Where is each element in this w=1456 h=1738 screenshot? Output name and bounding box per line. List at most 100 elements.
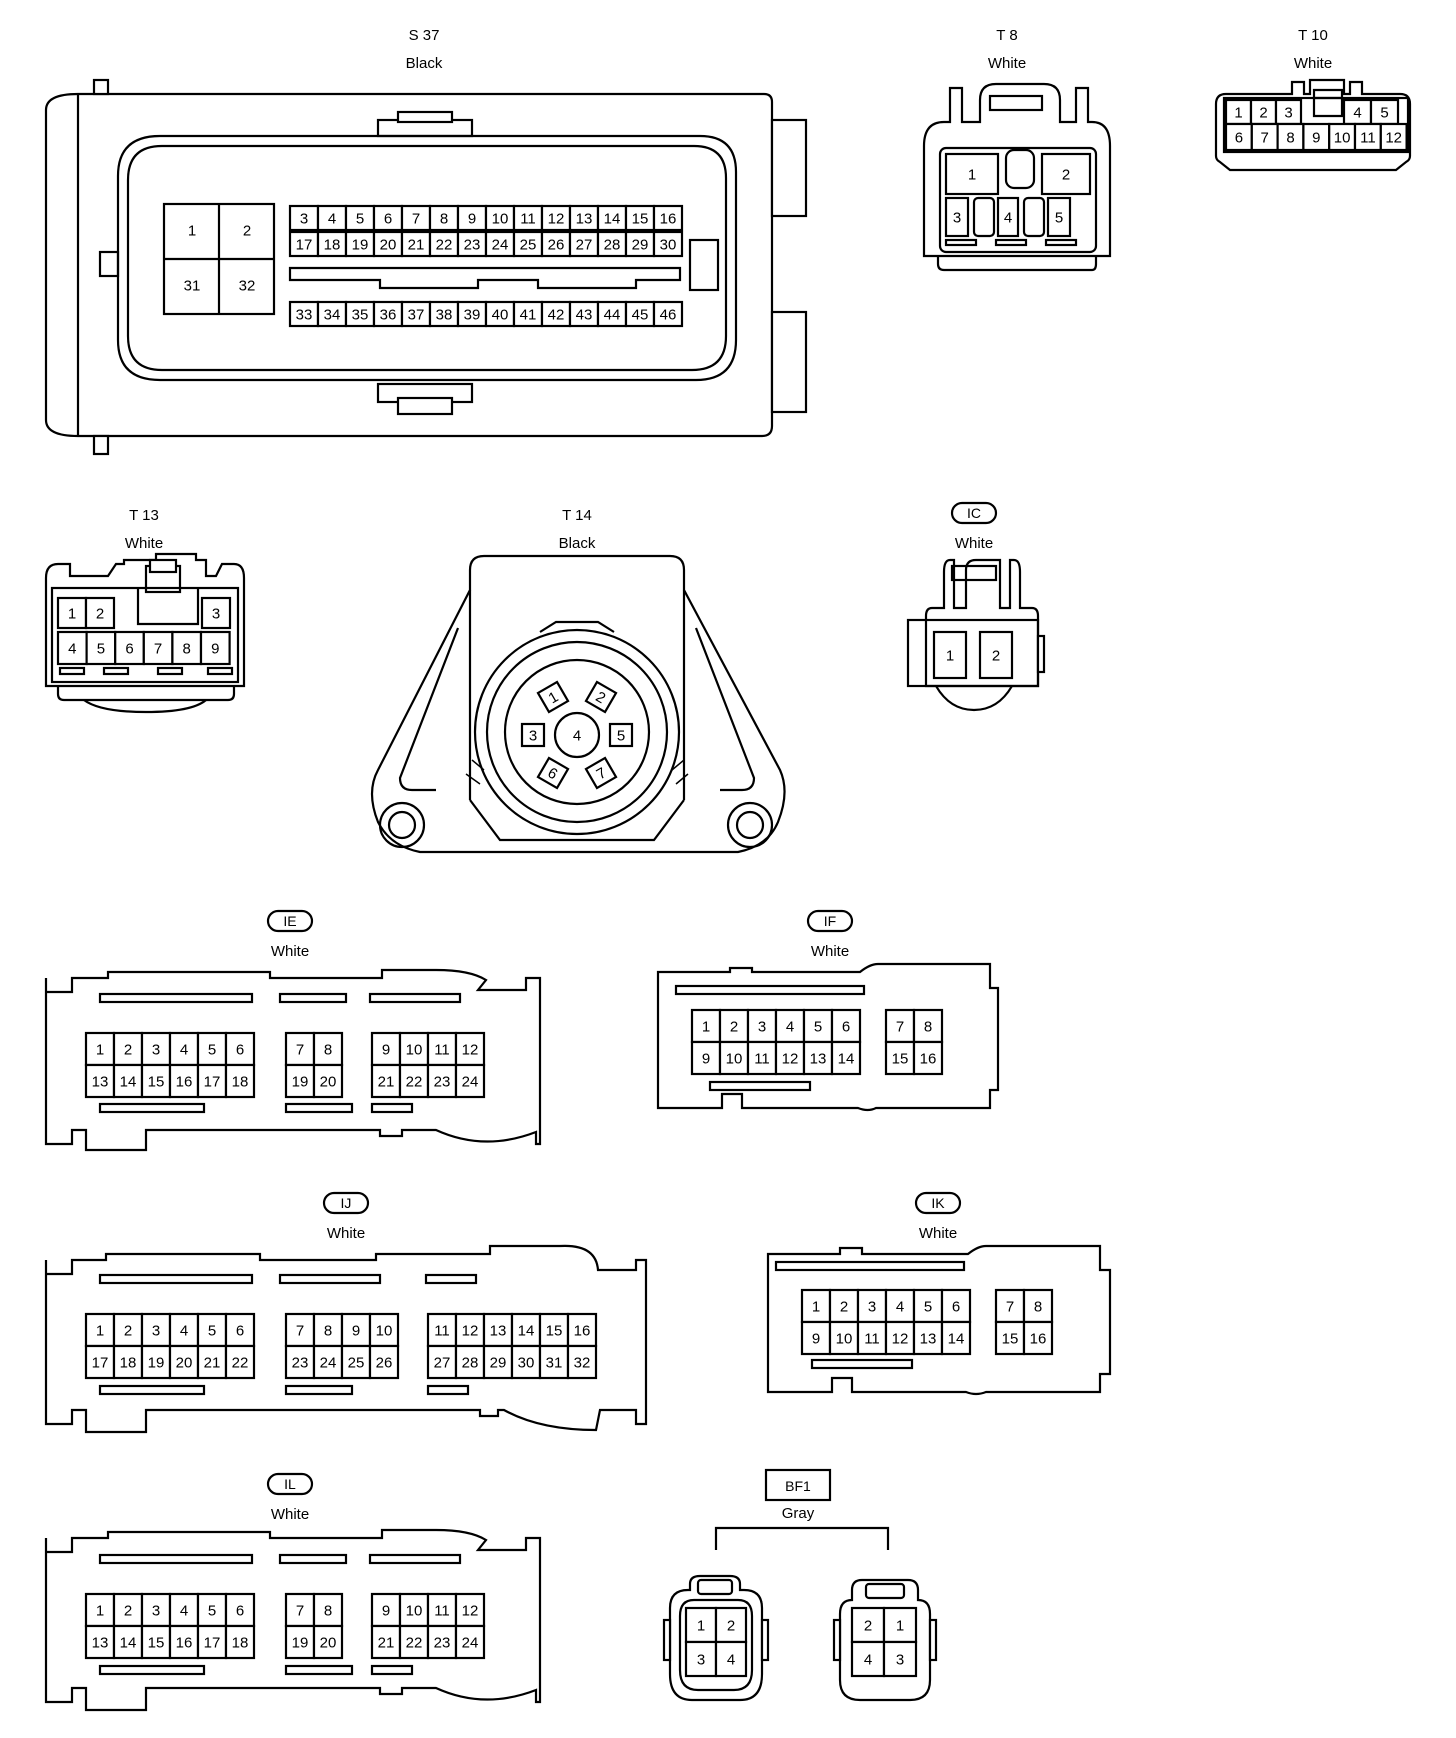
pin-t13-2-label: 2 <box>96 606 104 623</box>
pin-t10-6-label: 6 <box>1235 130 1243 147</box>
pin-ij-16: 16 <box>566 1312 598 1348</box>
pin-ij-28-label: 28 <box>462 1355 479 1372</box>
pin-ik-14: 14 <box>940 1320 972 1356</box>
pin-il-24-label: 24 <box>462 1635 479 1652</box>
connector-t8: T 8 White <box>922 27 1112 272</box>
pin-il-15-label: 15 <box>148 1635 165 1652</box>
pin-s37-23: 23 <box>456 230 488 258</box>
pin-ij-32-cell <box>566 1344 598 1380</box>
pin-ij-13: 13 <box>482 1312 514 1348</box>
pin-t10-11-label: 11 <box>1360 130 1376 147</box>
pin-ie-13-cell <box>84 1063 116 1099</box>
pin-ie-14: 14 <box>112 1063 144 1099</box>
pin-ie-19: 19 <box>284 1063 316 1099</box>
latch-rail <box>98 1273 254 1285</box>
pin-if-11: 11 <box>746 1040 778 1076</box>
pin-if-6: 6 <box>830 1008 862 1044</box>
pin-bf1-left-4: 4 <box>714 1640 748 1678</box>
pin-t13-1-label: 1 <box>68 606 76 623</box>
pin-ik-1: 1 <box>800 1288 832 1324</box>
latch-rail <box>370 1664 414 1676</box>
pin-ik-4: 4 <box>884 1288 916 1324</box>
pin-ic-2-cell <box>978 630 1014 680</box>
connector-ik: IK White <box>766 1191 1112 1396</box>
pin-s37-41-label: 41 <box>520 307 537 324</box>
pin-bf1-left-2: 2 <box>714 1606 748 1644</box>
pin-ie-9-label: 9 <box>382 1042 390 1059</box>
connector-t10: T 10 White <box>1214 27 1412 172</box>
pin-s37-21-label: 21 <box>408 237 425 254</box>
pin-if-14: 14 <box>830 1040 862 1076</box>
pin-s37-26: 26 <box>540 230 572 258</box>
pin-s37-6-cell <box>372 204 404 232</box>
pin-ik-5: 5 <box>912 1288 944 1324</box>
pin-if-16-cell <box>912 1040 944 1076</box>
pin-ic-1: 1 <box>932 630 968 680</box>
pin-ij-7-label: 7 <box>296 1323 304 1340</box>
pin-if-9: 9 <box>690 1040 722 1076</box>
pin-ij-23-label: 23 <box>292 1355 309 1372</box>
pin-t13-4-label: 4 <box>68 641 76 658</box>
connector-ij-color: White <box>327 1225 365 1242</box>
pin-il-1-cell <box>84 1592 116 1628</box>
pin-il-5: 5 <box>196 1592 228 1628</box>
pin-s37-23-label: 23 <box>464 237 481 254</box>
pin-s37-7-label: 7 <box>412 211 420 228</box>
pin-t14-2: 2 <box>584 680 618 714</box>
pin-ie-20-cell <box>312 1063 344 1099</box>
pin-t13-3: 3 <box>200 596 232 630</box>
pin-ij-20: 20 <box>168 1344 200 1380</box>
connector-t10-color: White <box>1294 55 1332 72</box>
pin-ie-6-label: 6 <box>236 1042 244 1059</box>
pin-ik-15-cell <box>994 1320 1026 1356</box>
pin-s37-9-cell <box>456 204 488 232</box>
pin-ik-1-label: 1 <box>812 1299 820 1316</box>
pin-s37-30: 30 <box>652 230 684 258</box>
pin-ie-19-cell <box>284 1063 316 1099</box>
latch-rail <box>278 1273 382 1285</box>
pin-il-17-label: 17 <box>204 1635 221 1652</box>
pin-ij-5: 5 <box>196 1312 228 1348</box>
pin-bf1-left-4-label: 4 <box>727 1652 735 1669</box>
pin-ie-5-label: 5 <box>208 1042 216 1059</box>
pin-ie-12: 12 <box>454 1031 486 1067</box>
pin-ij-14-label: 14 <box>518 1323 535 1340</box>
pin-ie-23-label: 23 <box>434 1074 451 1091</box>
pin-ij-9-label: 9 <box>352 1323 360 1340</box>
pin-ik-6: 6 <box>940 1288 972 1324</box>
pin-ik-14-cell <box>940 1320 972 1356</box>
latch-rail <box>368 992 462 1004</box>
connector-ic: IC White <box>906 501 1046 712</box>
connector-ij-code: IJ <box>341 1195 352 1211</box>
pin-ij-12-cell <box>454 1312 486 1348</box>
pin-t14-7: 7 <box>584 756 618 790</box>
pin-il-21-cell <box>370 1624 402 1660</box>
pin-il-13-label: 13 <box>92 1635 109 1652</box>
connector-bf1-code: BF1 <box>785 1478 811 1494</box>
pin-s37-27-cell <box>568 230 600 258</box>
pin-ie-18-label: 18 <box>232 1074 249 1091</box>
pin-s37-34-label: 34 <box>324 307 341 324</box>
pin-t14-6-cell <box>536 756 570 790</box>
pin-ij-22: 22 <box>224 1344 256 1380</box>
pin-bf1-right-1-cell <box>882 1606 918 1644</box>
pin-t14-5-cell <box>608 722 634 748</box>
pin-t10-7-cell <box>1250 122 1279 152</box>
pin-ik-11: 11 <box>856 1320 888 1356</box>
pin-s37-24-label: 24 <box>492 237 509 254</box>
pin-t13-3-cell <box>200 596 232 630</box>
pin-s37-20: 20 <box>372 230 404 258</box>
pin-t13-5-label: 5 <box>97 641 105 658</box>
pin-t13-6-cell <box>114 630 145 666</box>
pin-s37-22: 22 <box>428 230 460 258</box>
pin-ie-4-cell <box>168 1031 200 1067</box>
pin-ij-3-label: 3 <box>152 1323 160 1340</box>
pin-il-19-cell <box>284 1624 316 1660</box>
pin-t10-2-label: 2 <box>1259 105 1267 122</box>
pin-s37-13-label: 13 <box>576 211 593 228</box>
pin-s37-12-label: 12 <box>548 211 565 228</box>
connector-s37: S 37 Black 1 2 31 32 <box>44 27 808 456</box>
pin-bf1-right-1-label: 1 <box>896 1618 904 1635</box>
pin-t8-2: 2 <box>1062 167 1070 184</box>
pin-s37-24: 24 <box>484 230 516 258</box>
